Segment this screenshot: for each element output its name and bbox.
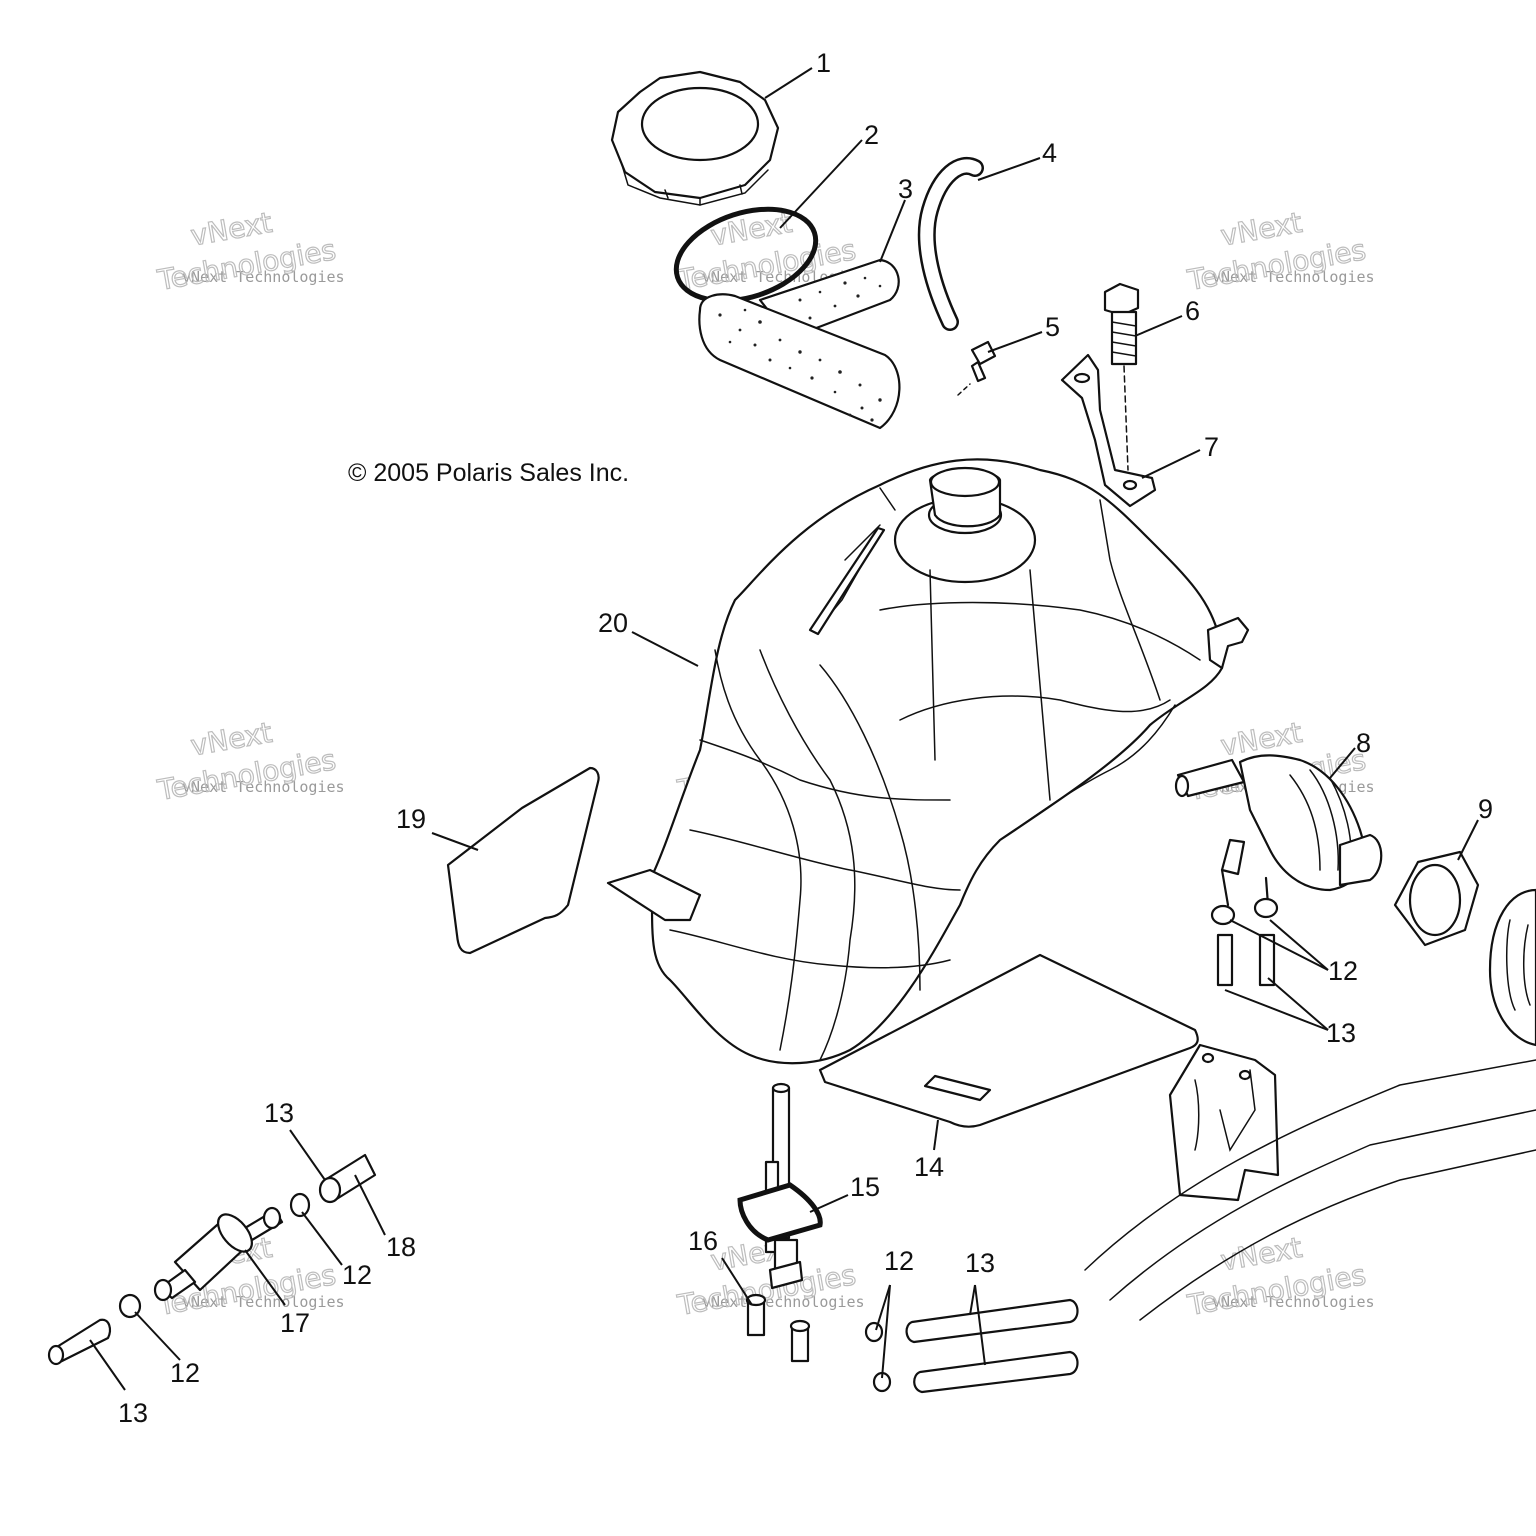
callout-2: 2 xyxy=(864,120,879,150)
frame-section xyxy=(1084,1043,1536,1321)
callout-13-lower-left: 13 xyxy=(118,1398,148,1428)
callout-12-lower-left: 12 xyxy=(170,1358,200,1388)
bracket-part-7 xyxy=(1060,353,1157,508)
callout-13-center: 13 xyxy=(965,1248,995,1278)
callout-12-center: 12 xyxy=(884,1246,914,1276)
callout-13-right: 13 xyxy=(1326,1018,1356,1048)
svg-text:vNext Technologies: vNext Technologies xyxy=(182,268,345,286)
fuel-cap-part-1 xyxy=(610,70,780,206)
callout-9: 9 xyxy=(1478,794,1493,824)
bolt-part-6 xyxy=(1103,282,1140,471)
watermark: vNext vNext Technologies Technologies xyxy=(154,715,345,807)
callout-6: 6 xyxy=(1185,296,1200,326)
clamp-part-12-lower xyxy=(118,1293,142,1319)
callout-18: 18 xyxy=(386,1232,416,1262)
callout-12-upper-left: 12 xyxy=(342,1260,372,1290)
foam-pad-part-3 xyxy=(698,258,901,430)
svg-text:vNext Technologies: vNext Technologies xyxy=(1212,1293,1375,1311)
hose-part-18 xyxy=(318,1153,377,1204)
nut-part-9 xyxy=(1393,850,1480,947)
leader-lines xyxy=(89,67,1479,1391)
callout-12-right: 12 xyxy=(1328,956,1358,986)
callout-8: 8 xyxy=(1356,728,1371,758)
svg-text:vNext Technologies: vNext Technologies xyxy=(702,1293,865,1311)
callout-17: 17 xyxy=(280,1308,310,1338)
watermark: vNext vNext Technologies Technologies xyxy=(154,205,345,297)
clamps-part-12-right xyxy=(1210,897,1279,926)
pad-part-19 xyxy=(446,766,600,955)
fuel-valve-part-15 xyxy=(737,1082,823,1290)
clamps-part-12-center xyxy=(864,1321,892,1393)
callout-19: 19 xyxy=(396,804,426,834)
fuel-tank-part-20 xyxy=(606,458,1250,1065)
svg-text:vNext Technologies: vNext Technologies xyxy=(1212,268,1375,286)
o-ring-part-2 xyxy=(673,206,819,304)
watermark: vNext vNext Technologies Technologies xyxy=(1184,1230,1375,1322)
callout-labels: 1 2 3 4 5 6 7 8 9 12 13 14 15 16 12 13 1… xyxy=(118,48,1493,1428)
bottom-pad-part-14 xyxy=(818,953,1199,1128)
callout-13-upper-left: 13 xyxy=(264,1098,294,1128)
svg-text:vNext Technologies: vNext Technologies xyxy=(182,778,345,796)
callout-15: 15 xyxy=(850,1172,880,1202)
callout-3: 3 xyxy=(898,174,913,204)
copyright-notice: © 2005 Polaris Sales Inc. xyxy=(348,459,629,487)
callout-4: 4 xyxy=(1042,138,1057,168)
screws-part-16 xyxy=(745,1293,811,1363)
hose-part-13-lower xyxy=(47,1318,111,1366)
fuel-pump-part-8 xyxy=(1174,754,1383,907)
vent-hose-part-4 xyxy=(917,157,984,331)
callout-1: 1 xyxy=(816,48,831,78)
hoses-part-13-right xyxy=(1216,933,1276,987)
fuel-filter-part-17 xyxy=(153,1206,284,1302)
hoses-part-13-center xyxy=(905,1298,1079,1394)
clamp-part-12-upper xyxy=(289,1192,311,1218)
pump-housing-edge xyxy=(1488,888,1536,1047)
svg-text:vNext Technologies: vNext Technologies xyxy=(182,1293,345,1311)
callout-16: 16 xyxy=(688,1226,718,1256)
callout-14: 14 xyxy=(914,1152,944,1182)
callout-20: 20 xyxy=(598,608,628,638)
callout-5: 5 xyxy=(1045,312,1060,342)
watermark: vNext vNext Technologies Technologies xyxy=(1184,205,1375,297)
callout-7: 7 xyxy=(1204,432,1219,462)
fitting-part-5 xyxy=(957,340,997,396)
